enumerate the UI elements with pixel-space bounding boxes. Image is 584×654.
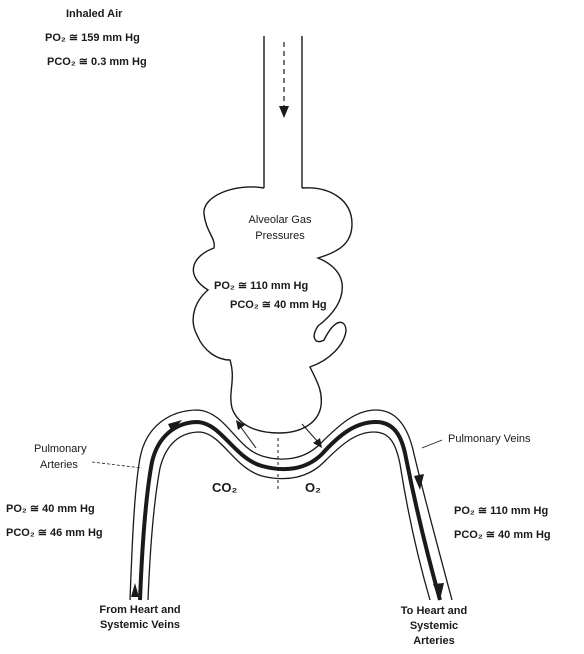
alveolar-pco2: PCO₂ ≅ 40 mm Hg <box>230 299 327 312</box>
o2-diffusion-arrow <box>302 424 318 442</box>
pulmonary-veins-leader <box>422 440 442 448</box>
veins-dest-line2: Systemic <box>370 620 498 633</box>
arteries-source-line1: From Heart and <box>76 604 204 617</box>
alveolar-label-line1: Alveolar Gas <box>228 214 332 227</box>
pulmonary-arteries-label-line1: Pulmonary <box>34 443 87 456</box>
inhaled-pco2: PCO₂ ≅ 0.3 mm Hg <box>47 56 147 69</box>
pulmonary-arteries-leader <box>92 462 142 468</box>
inhaled-air-title: Inhaled Air <box>66 8 122 21</box>
veins-dest-line3: Arteries <box>370 635 498 648</box>
pulmonary-veins-label: Pulmonary Veins <box>448 433 531 446</box>
arteries-pco2: PCO₂ ≅ 46 mm Hg <box>6 527 103 540</box>
flow-arrow-arteries-up <box>131 583 139 597</box>
inhaled-po2: PO₂ ≅ 159 mm Hg <box>45 32 140 45</box>
veins-dest-line1: To Heart and <box>370 605 498 618</box>
veins-pco2: PCO₂ ≅ 40 mm Hg <box>454 529 551 542</box>
inhaled-air-arrowhead <box>279 106 289 118</box>
arteries-source-line2: Systemic Veins <box>76 619 204 632</box>
veins-po2: PO₂ ≅ 110 mm Hg <box>454 505 548 518</box>
alveolar-label-line2: Pressures <box>228 230 332 243</box>
alveolar-po2: PO₂ ≅ 110 mm Hg <box>214 280 308 293</box>
pulmonary-arteries-label-line2: Arteries <box>40 459 78 472</box>
arteries-po2: PO₂ ≅ 40 mm Hg <box>6 503 95 516</box>
capillary-blood-flow <box>140 422 440 600</box>
capillary-inner-wall <box>148 432 430 600</box>
co2-label: CO₂ <box>212 481 237 494</box>
o2-label: O₂ <box>305 481 321 494</box>
